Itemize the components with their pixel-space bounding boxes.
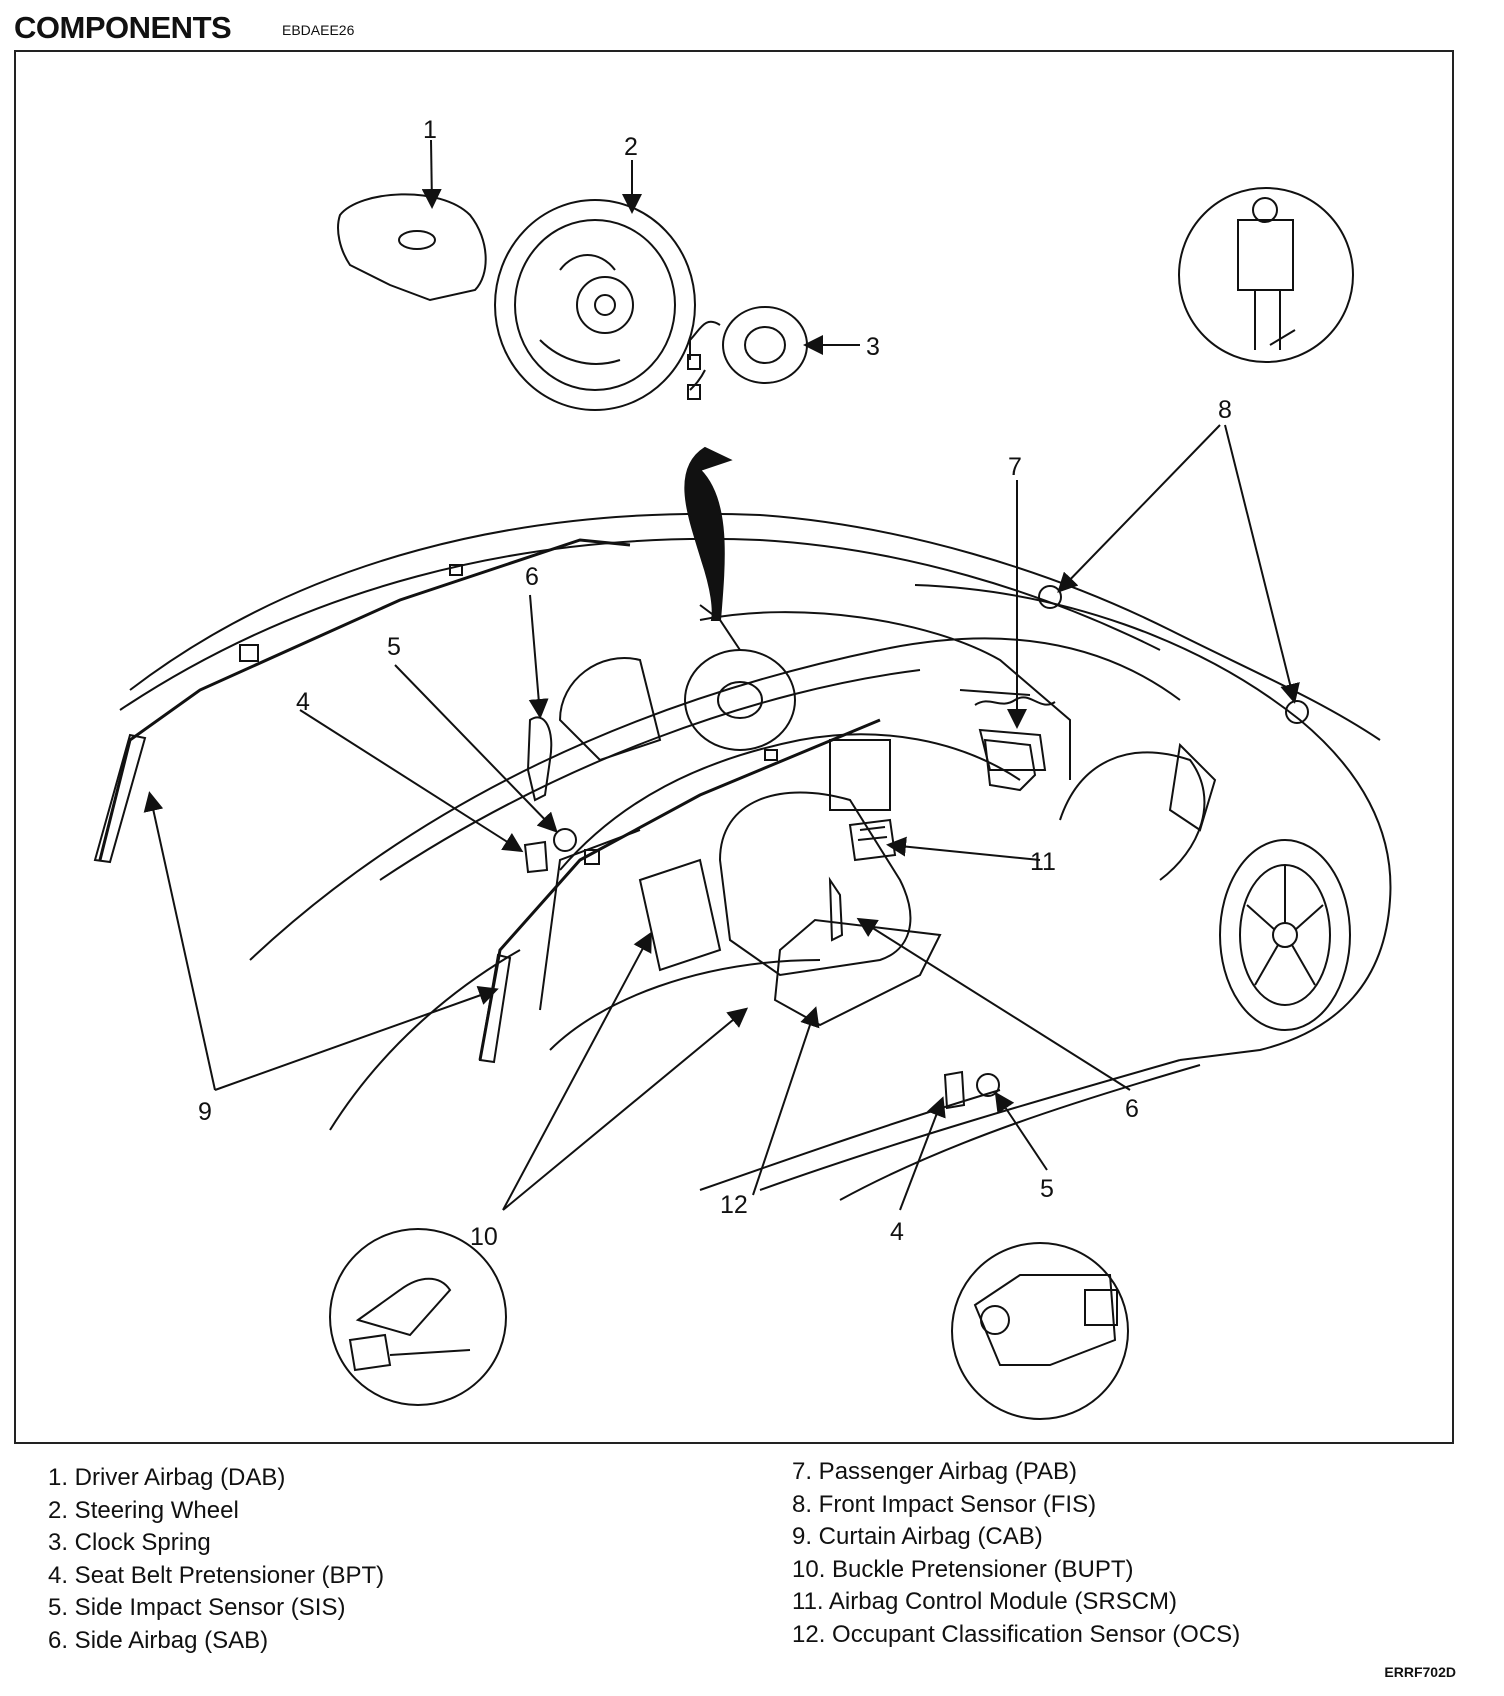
legend-right: 7. Passenger Airbag (PAB) 8. Front Impac… bbox=[792, 1456, 1240, 1651]
airbag-control-module bbox=[848, 818, 897, 862]
figure-code: ERRF702D bbox=[1384, 1664, 1456, 1680]
callout-2: 2 bbox=[624, 133, 638, 161]
legend-item: 7. Passenger Airbag (PAB) bbox=[792, 1458, 1078, 1485]
seat-belt-pretensioner-right bbox=[943, 1070, 966, 1110]
callout-9: 9 bbox=[198, 1098, 212, 1126]
callout-8: 8 bbox=[1218, 396, 1232, 424]
callout-6-lower: 6 bbox=[1125, 1095, 1139, 1123]
assembly-arrow bbox=[684, 446, 733, 621]
callout-7: 7 bbox=[1008, 453, 1022, 481]
side-mirror bbox=[1168, 742, 1217, 832]
dashboard bbox=[684, 604, 1071, 811]
driver-airbag bbox=[337, 193, 487, 302]
leader-lines bbox=[143, 139, 1300, 1211]
clock-spring bbox=[687, 306, 808, 400]
document-code: EBDAEE26 bbox=[282, 22, 355, 38]
legend-item: 1. Driver Airbag (DAB) bbox=[48, 1464, 286, 1491]
passenger-airbag bbox=[974, 696, 1056, 792]
side-impact-sensor-detail bbox=[951, 1242, 1129, 1420]
legend-item: 2. Steering Wheel bbox=[48, 1496, 239, 1524]
buckle-pretensioner-detail-part bbox=[348, 1277, 471, 1372]
car-body bbox=[119, 512, 1392, 1201]
front-impact-sensor-detail-part bbox=[1237, 197, 1296, 350]
callout-4: 4 bbox=[296, 688, 310, 716]
occupant-classification-sensor-mat bbox=[773, 918, 942, 1027]
front-impact-sensor-left bbox=[1038, 585, 1062, 609]
legend-item: 11. Airbag Control Module (SRSCM) bbox=[792, 1588, 1178, 1615]
callout-5: 5 bbox=[387, 633, 401, 661]
buckle-pretensioner-detail bbox=[329, 1228, 507, 1406]
seat-belt-pretensioner bbox=[523, 840, 549, 874]
side-impact-sensor-left bbox=[553, 828, 577, 852]
side-airbag-right bbox=[828, 876, 844, 942]
legend-item: 8. Front Impact Sensor (FIS) bbox=[792, 1490, 1097, 1518]
legend-item: 6. Side Airbag (SAB) bbox=[48, 1626, 269, 1654]
front-impact-sensor-detail bbox=[1178, 187, 1354, 363]
seats bbox=[558, 657, 912, 977]
steering-wheel bbox=[494, 199, 696, 411]
callout-1: 1 bbox=[423, 116, 437, 144]
legend-left: 1. Driver Airbag (DAB) 2. Steering Wheel… bbox=[48, 1462, 384, 1657]
wheel bbox=[1219, 839, 1351, 1031]
callout-11: 11 bbox=[1030, 848, 1056, 876]
page-title: COMPONENTS bbox=[14, 10, 232, 45]
callout-6: 6 bbox=[525, 563, 539, 591]
callout-10: 10 bbox=[470, 1223, 498, 1251]
side-impact-sensor-right bbox=[976, 1073, 1000, 1097]
diagram-frame bbox=[14, 50, 1454, 1444]
legend-item: 4. Seat Belt Pretensioner (BPT) bbox=[48, 1561, 385, 1589]
callout-3: 3 bbox=[866, 333, 880, 361]
legend-item: 5. Side Impact Sensor (SIS) bbox=[48, 1594, 346, 1621]
curtain-airbag bbox=[93, 538, 881, 1064]
side-impact-sensor-detail-part bbox=[973, 1274, 1118, 1366]
legend-item: 9. Curtain Airbag (CAB) bbox=[792, 1523, 1043, 1550]
callout-12: 12 bbox=[720, 1191, 748, 1219]
callout-5-lower: 5 bbox=[1040, 1175, 1054, 1203]
legend-item: 10. Buckle Pretensioner (BUPT) bbox=[792, 1555, 1134, 1583]
callout-4-lower: 4 bbox=[890, 1218, 904, 1246]
legend-item: 12. Occupant Classification Sensor (OCS) bbox=[792, 1620, 1241, 1648]
legend-item: 3. Clock Spring bbox=[48, 1529, 211, 1556]
